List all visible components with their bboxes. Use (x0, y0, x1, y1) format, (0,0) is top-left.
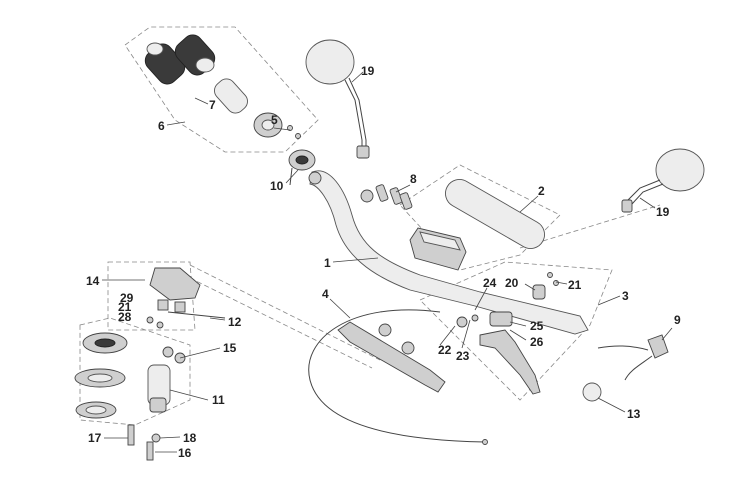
handlebar[interactable] (308, 170, 589, 335)
steering-group-outline (79, 317, 191, 426)
label-19-right: 19 (656, 205, 670, 219)
handlebar-clamp[interactable] (149, 267, 201, 313)
label-22: 22 (438, 343, 452, 357)
label-5: 5 (271, 113, 278, 127)
label-21-a: 21 (568, 278, 582, 292)
clutch-lever[interactable] (456, 311, 541, 395)
handlebar-switch[interactable] (597, 334, 669, 381)
label-15: 15 (223, 341, 237, 355)
label-1: 1 (324, 256, 331, 270)
label-3: 3 (622, 289, 629, 303)
mirror-right[interactable] (621, 148, 705, 213)
label-13: 13 (627, 407, 641, 421)
part-labels: 1 2 3 4 5 6 7 8 9 10 11 12 13 14 15 16 1… (86, 64, 681, 460)
label-11: 11 (212, 393, 225, 407)
connection-line-b (189, 277, 373, 369)
bracket-bolts[interactable] (532, 272, 559, 300)
handlebar-pad[interactable] (440, 174, 549, 253)
label-23: 23 (456, 349, 470, 363)
label-21-b: 21 (118, 300, 132, 314)
riser-bracket[interactable] (337, 321, 446, 393)
label-10: 10 (270, 179, 284, 193)
steering-stem[interactable] (74, 332, 186, 419)
label-26: 26 (530, 335, 544, 349)
label-8: 8 (410, 172, 417, 186)
label-16: 16 (178, 446, 192, 460)
label-7: 7 (209, 98, 216, 112)
connection-line-a (189, 264, 381, 361)
label-20: 20 (505, 276, 519, 290)
label-6: 6 (158, 119, 165, 133)
label-25: 25 (530, 319, 544, 333)
control-group-outline (419, 261, 613, 401)
label-17: 17 (88, 431, 102, 445)
grip-group-outline (124, 26, 319, 153)
label-2: 2 (538, 184, 545, 198)
label-24: 24 (483, 276, 497, 290)
label-18: 18 (183, 431, 197, 445)
leader-lines (102, 71, 673, 453)
hose-clamp[interactable] (582, 382, 602, 402)
label-14: 14 (86, 274, 100, 288)
mirror-left[interactable] (305, 39, 370, 159)
label-29: 29 (120, 291, 134, 305)
label-19-left: 19 (361, 64, 375, 78)
clutch-cable[interactable] (308, 309, 488, 445)
throttle-switch[interactable] (288, 149, 316, 186)
instrument-block[interactable] (409, 227, 467, 271)
stem-bolts[interactable] (127, 424, 161, 461)
label-4: 4 (322, 287, 329, 301)
clamp-group-outline (107, 261, 196, 331)
wiring-connectors[interactable] (360, 184, 413, 210)
grip-set[interactable] (141, 31, 301, 139)
label-28: 28 (118, 310, 132, 324)
label-12: 12 (228, 315, 242, 329)
label-9: 9 (674, 313, 681, 327)
clamp-hardware[interactable] (146, 311, 226, 329)
